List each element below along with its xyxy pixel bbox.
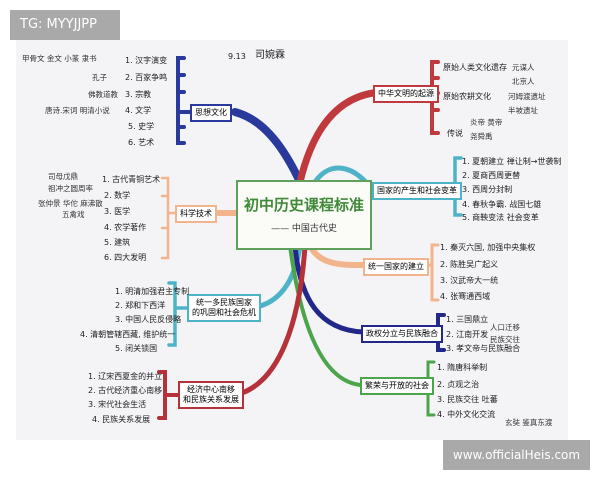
item: 1. 汉字演变 xyxy=(125,56,168,65)
node-regime: 政权分立与民族融合 xyxy=(361,325,443,343)
item: 1. 三国鼎立 xyxy=(446,315,489,324)
note: 尧舜禹 xyxy=(470,132,493,141)
node-state: 国家的产生和社会变革 xyxy=(372,182,462,200)
central-subtitle: —— 中国古代史 xyxy=(271,224,337,234)
branch-economy xyxy=(232,243,308,398)
item: 3. 中国人民反侵略 xyxy=(115,315,182,324)
note: 五禽戏 xyxy=(62,210,85,219)
item: 3. 宋代社会生活 xyxy=(88,400,147,409)
watermark-bottom-right: www.officialHeis.com xyxy=(443,440,590,470)
item: 传说 xyxy=(447,129,463,138)
node-unify: 统一国家的建立 xyxy=(363,258,429,276)
branch-unify xyxy=(307,243,368,268)
item: 2. 古代经济重心南移 xyxy=(88,386,163,395)
item: 2. 郑和下西洋 xyxy=(115,301,166,310)
note: 半坡遗址 xyxy=(508,106,538,115)
item: 2. 江南开发 xyxy=(446,330,489,339)
item: 3. 汉武帝大一统 xyxy=(440,276,499,285)
item: 2. 夏商西周更替 xyxy=(462,171,521,180)
note: 甲骨文 金文 小篆 隶书 xyxy=(22,54,97,63)
note: 孔子 xyxy=(92,73,107,82)
branch-thought xyxy=(231,108,304,186)
branch-prosper xyxy=(288,244,362,387)
item: 4. 文学 xyxy=(125,106,152,115)
note: 祖冲之圆周率 xyxy=(48,184,93,193)
item: 1. 隋唐科举制 xyxy=(437,363,488,372)
item: 5. 闭关锁国 xyxy=(115,344,158,353)
watermark-top-left: TG: MYYJJPP xyxy=(10,10,120,40)
item: 4. 民族关系发展 xyxy=(92,415,151,424)
note: 张仲景 华佗 麻沸散 xyxy=(38,199,103,208)
node-thought: 思想文化 xyxy=(190,104,232,122)
author-name: 司婉霖 xyxy=(255,50,285,61)
item: 4. 中外文化交流 xyxy=(437,410,496,419)
item: 3. 西周分封制 xyxy=(462,185,513,194)
item: 4. 春秋争霸. 战国七雄 xyxy=(462,200,542,209)
item: 3. 医学 xyxy=(104,207,131,216)
node-science: 科学技术 xyxy=(175,205,217,223)
item: 2. 贞观之治 xyxy=(437,380,480,389)
note: 元谋人 xyxy=(512,63,535,72)
branch-origin xyxy=(296,89,377,186)
item: 5. 商鞅变法 社会变革 xyxy=(462,213,539,222)
item: 1. 辽宋西夏金的并立 xyxy=(88,372,163,381)
node-ethnic-line1: 统一多民族国家 xyxy=(196,298,252,307)
note: 唐诗.宋词 明清小说 xyxy=(45,106,110,115)
item: 原始人类文化遗存 xyxy=(443,63,507,72)
item: 3. 民族交往 吐蕃 xyxy=(437,395,498,404)
item: 1. 明清加强君主专制 xyxy=(115,287,190,296)
node-ethnic-line2: 的巩固和社会危机 xyxy=(192,308,256,317)
node-prosper: 繁荣与开放的社会 xyxy=(360,377,434,395)
node-economy-line1: 经济中心南移 xyxy=(187,385,235,394)
node-origin: 中华文明的起源 xyxy=(373,85,439,103)
item: 3. 孝文帝与民族融合 xyxy=(446,344,521,353)
item: 1. 秦灭六国, 加强中央集权 xyxy=(440,243,536,252)
node-economy-line2: 和民族关系发展 xyxy=(183,395,239,404)
note: 河姆渡遗址 xyxy=(508,92,546,101)
item: 原始农耕文化 xyxy=(443,92,491,101)
item: 1. 夏朝建立 禅让制→世袭制 xyxy=(462,157,562,166)
note: 北京人 xyxy=(512,77,535,86)
note: 玄奘 鉴真东渡 xyxy=(505,418,553,427)
item: 5. 建筑 xyxy=(104,238,131,247)
item: 2. 数学 xyxy=(104,191,131,200)
author-date: 9.13 xyxy=(228,52,246,61)
item: 5. 史学 xyxy=(128,122,155,131)
item: 2. 陈胜吴广起义 xyxy=(440,260,499,269)
item: 4. 张骞通西域 xyxy=(440,292,491,301)
item: 6. 艺术 xyxy=(128,138,155,147)
central-title: 初中历史课程标准 xyxy=(243,196,364,214)
note: 民族交往 xyxy=(490,335,520,344)
item: 3. 宗教 xyxy=(125,90,152,99)
node-economy: 经济中心南移 和民族关系发展 xyxy=(178,381,244,409)
note: 人口迁移 xyxy=(490,323,520,332)
item: 4. 清朝管辖西藏, 维护统一 xyxy=(80,330,176,339)
node-ethnic: 统一多民族国家 的巩固和社会危机 xyxy=(187,294,261,322)
item: 6. 四大发明 xyxy=(104,253,147,262)
central-topic: 初中历史课程标准 —— 中国古代史 xyxy=(236,180,372,250)
item: 2. 百家争鸣 xyxy=(125,73,168,82)
note: 佛教道教 xyxy=(88,90,118,99)
item: 4. 农学著作 xyxy=(104,223,147,232)
note: 司母戊鼎 xyxy=(48,172,78,181)
item: 1. 古代青铜艺术 xyxy=(102,175,161,184)
branch-regime xyxy=(292,243,366,335)
note: 炎帝 黄帝 xyxy=(470,118,503,127)
